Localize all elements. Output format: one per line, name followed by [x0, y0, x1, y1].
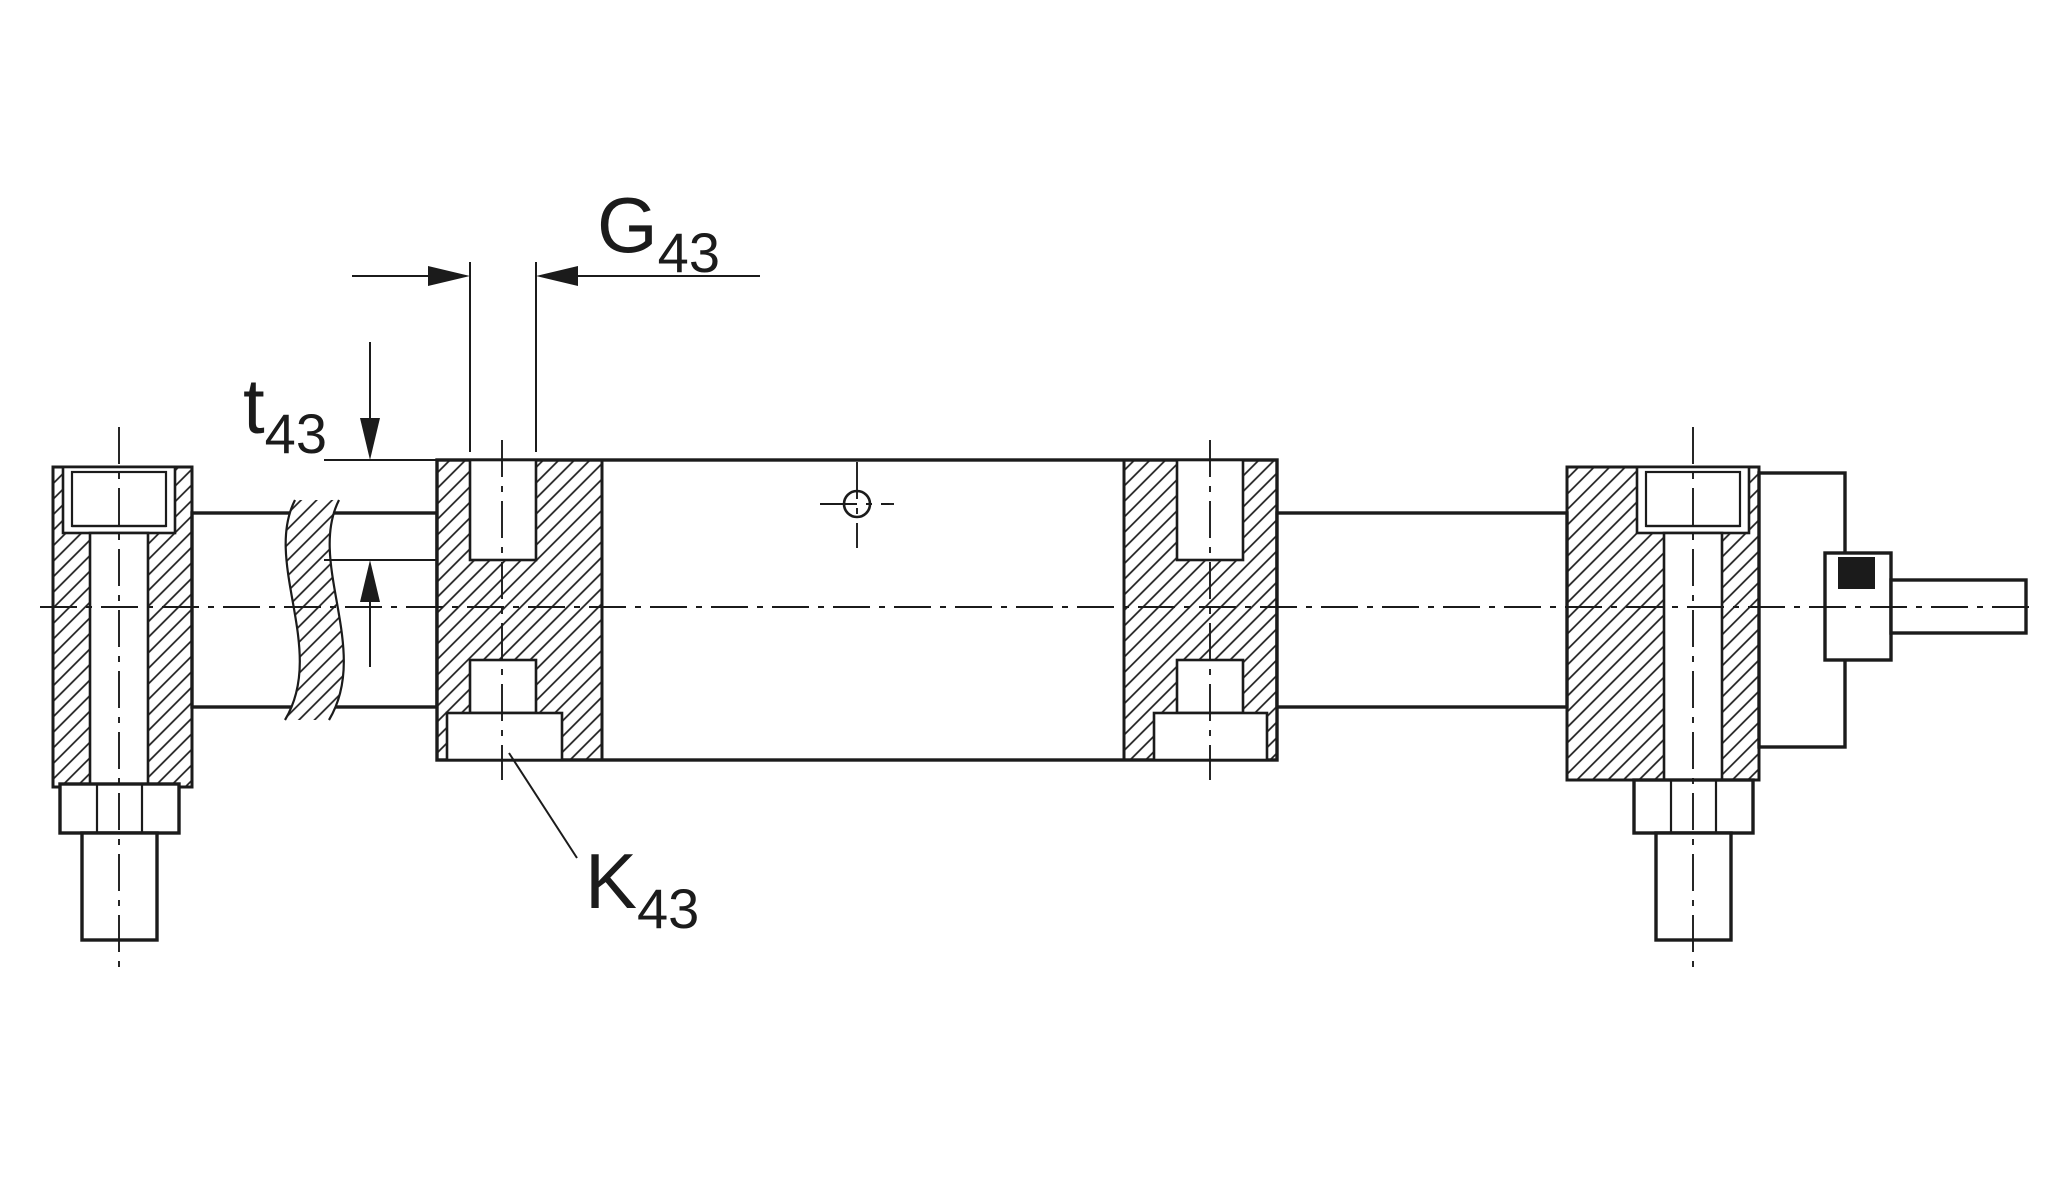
left-tie-rod-bore — [468, 458, 538, 562]
g43-right-arrow — [536, 266, 578, 286]
centerlines — [40, 427, 2037, 973]
rod-end-fitting — [1757, 471, 2028, 749]
t43-down-arrow — [360, 418, 380, 460]
label-g43: G43 — [597, 181, 720, 284]
left-mount-assembly — [51, 465, 194, 942]
dimension-t43: t43 — [243, 342, 437, 667]
label-k43: K43 — [585, 837, 699, 940]
left-mounting-foot — [445, 711, 564, 762]
g43-left-arrow — [428, 266, 470, 286]
k43-leader-line — [508, 752, 578, 859]
dimension-g43: G43 — [352, 181, 760, 452]
right-mount-assembly — [1565, 465, 1761, 942]
label-t43: t43 — [243, 362, 327, 465]
t43-up-arrow — [360, 560, 380, 602]
piston-rod-right — [1275, 511, 1569, 709]
piston-rod-left — [190, 499, 439, 721]
dimension-k43: K43 — [508, 752, 699, 940]
set-screw-hole — [1838, 557, 1875, 589]
cylinder-body — [435, 458, 1279, 762]
